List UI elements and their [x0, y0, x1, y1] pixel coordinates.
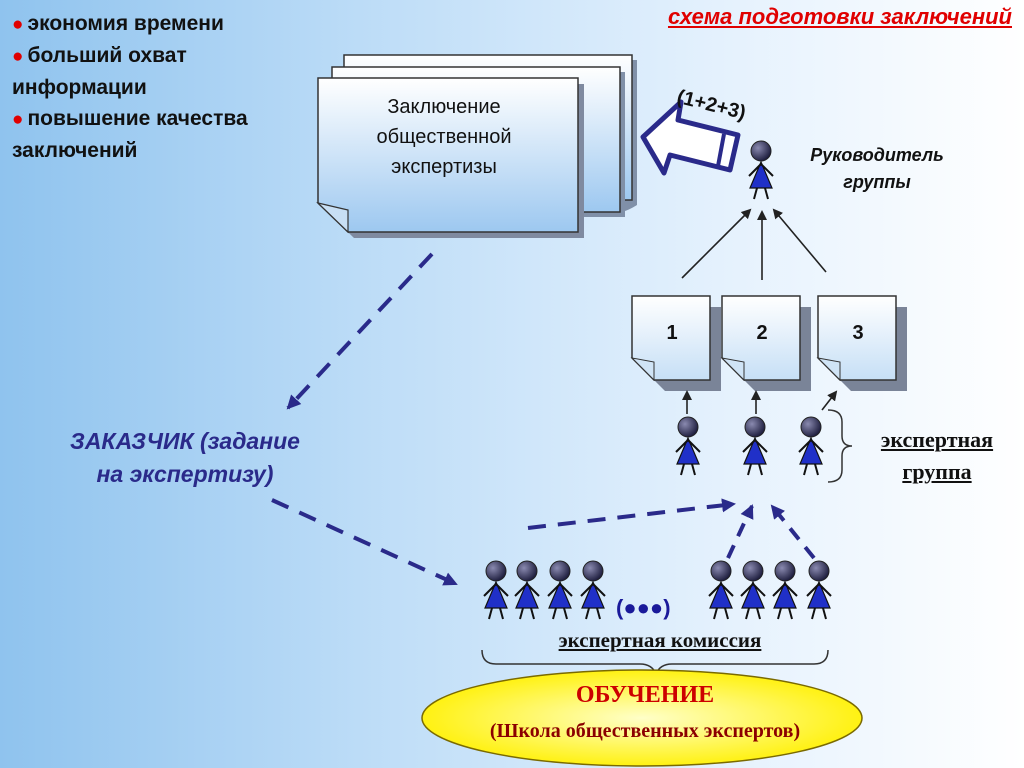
benefit-item: ●повышение качества заключений: [12, 107, 248, 162]
benefits-list: ●экономия времени ●больший охват информа…: [12, 8, 312, 166]
expert-doc-1: [630, 295, 721, 391]
conclusion-document: [316, 54, 637, 238]
expert3-to-doc-arrow: [821, 390, 838, 411]
expert-group-brace: [827, 409, 853, 483]
document-label: Заключение общественной экспертизы: [376, 96, 512, 178]
doc3-to-leader-arrow: [772, 208, 827, 273]
commission-member-figure: [772, 560, 798, 620]
expert-doc-3: [816, 295, 907, 391]
commission-label: экспертная комиссия: [558, 628, 762, 652]
doc-number-1: 1: [666, 322, 678, 344]
doc1-to-leader-arrow: [681, 208, 752, 279]
training-oval: [421, 669, 863, 767]
doc-number-2: 2: [756, 322, 768, 344]
expert-group-label: экспертная группа: [880, 427, 994, 484]
training-subtitle: (Школа общественных экспертов): [489, 720, 801, 742]
expert-figure: [742, 416, 768, 476]
document-to-client-arrow: [286, 252, 434, 410]
doc-page-front: [316, 77, 584, 238]
block-arrow-icon: [640, 99, 741, 176]
expert-figure: [798, 416, 824, 476]
bullet-dot-icon: ●: [12, 46, 24, 67]
diagram-title: схема подготовки заключений: [667, 4, 1012, 29]
commission-member-figure: [547, 560, 573, 620]
group-leader-label: Руководитель группы: [810, 145, 944, 192]
training-title: ОБУЧЕНИЕ: [575, 682, 715, 708]
expert-figure: [675, 416, 701, 476]
commission-member-figure: [708, 560, 734, 620]
doc-number-3: 3: [852, 322, 864, 344]
ellipsis-label: (●●●): [616, 595, 671, 620]
commission-to-group-arrow: [527, 498, 736, 530]
benefit-item: ●больший охват информации: [12, 44, 187, 99]
commission-to-group-arrow-3: [770, 504, 816, 560]
commission-member-figure: [806, 560, 832, 620]
expert-doc-2: [720, 295, 811, 391]
group-leader-figure: [748, 140, 774, 200]
commission-member-figure: [580, 560, 606, 620]
commission-member-figure: [740, 560, 766, 620]
commission-to-group-arrow-2: [726, 504, 754, 559]
bullet-dot-icon: ●: [12, 109, 24, 130]
bullet-dot-icon: ●: [12, 14, 24, 35]
commission-member-figure: [514, 560, 540, 620]
commission-member-figure: [483, 560, 509, 620]
benefit-item: ●экономия времени: [12, 12, 224, 35]
client-label: ЗАКАЗЧИК (задание на экспертизу): [70, 428, 300, 487]
client-to-commission-arrow: [271, 498, 458, 586]
